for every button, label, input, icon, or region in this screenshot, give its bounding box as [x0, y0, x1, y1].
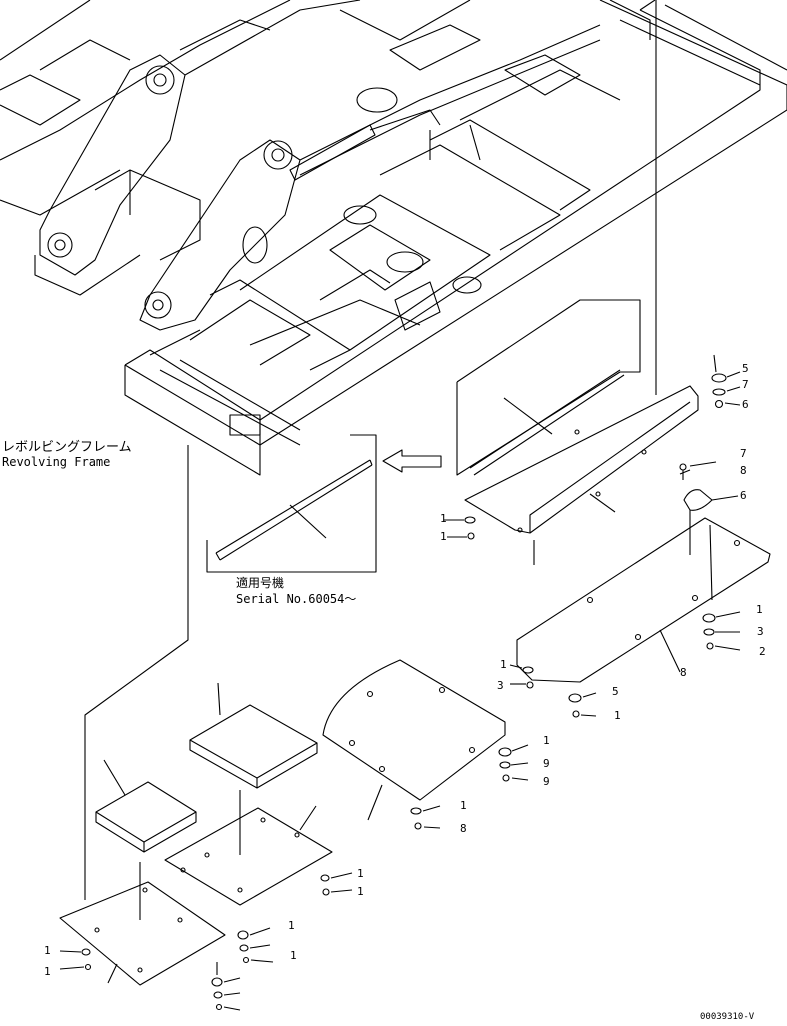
callout: 1 — [290, 949, 297, 962]
callout: 7 — [740, 447, 747, 460]
pad-lower — [96, 760, 196, 852]
callout: 1 — [756, 603, 763, 616]
floor-plate-lower — [60, 862, 225, 985]
washer-icon — [321, 875, 329, 881]
nut-icon — [684, 490, 712, 511]
callout: 1 — [500, 658, 507, 671]
strip-detail-box — [457, 300, 640, 475]
cover-plate-top — [465, 372, 698, 533]
drawing-number: 00039310-V — [700, 1012, 755, 1022]
callout: 1 — [440, 512, 447, 525]
bolt-icon — [503, 775, 509, 781]
callout: 1 — [44, 965, 51, 978]
callout: 6 — [742, 398, 749, 411]
bolt-icon — [244, 958, 249, 963]
washer-icon — [500, 762, 510, 768]
callout: 5 — [612, 685, 619, 698]
nut-icon — [212, 978, 222, 986]
callout: 2 — [759, 645, 766, 658]
callout: 8 — [740, 464, 747, 477]
bolt-icon — [217, 1005, 222, 1010]
callout: 6 — [740, 489, 747, 502]
fastener-group-mid-right — [703, 612, 740, 650]
nut-icon — [238, 931, 248, 939]
bolt-icon — [573, 711, 579, 717]
washer-icon — [82, 949, 90, 955]
callout: 9 — [543, 775, 550, 788]
washer-icon — [569, 694, 581, 702]
nut-icon — [703, 614, 715, 622]
callout: 5 — [742, 362, 749, 375]
bolt-icon — [86, 965, 91, 970]
callout: 1 — [440, 530, 447, 543]
washer-icon — [411, 808, 421, 814]
fastener-group-curved — [411, 745, 528, 829]
frame-leader — [85, 445, 188, 900]
washer-icon — [704, 629, 714, 635]
callout: 7 — [742, 378, 749, 391]
bolt-icon — [468, 533, 474, 539]
fastener-group-left-top — [444, 517, 475, 539]
callout: 1 — [288, 919, 295, 932]
washer-icon — [240, 945, 248, 951]
washer-icon — [713, 389, 725, 395]
callout: 1 — [357, 867, 364, 880]
washer-icon — [465, 517, 475, 523]
callout: 1 — [460, 799, 467, 812]
frame-label-en: Revolving Frame — [2, 455, 111, 469]
floor-plate-upper — [165, 790, 332, 905]
fastener-group-top-right — [712, 355, 740, 408]
nut-icon — [712, 374, 726, 382]
bolt-icon — [707, 643, 713, 649]
callout: 1 — [614, 709, 621, 722]
bolt-icon — [415, 823, 421, 829]
frame-label-jp: レボルビングフレーム — [2, 440, 132, 455]
serial-detail-box — [207, 435, 376, 572]
callout: 1 — [543, 734, 550, 747]
revolving-frame-drawing — [0, 0, 787, 475]
washer-icon — [523, 667, 533, 673]
cover-plate-middle — [517, 510, 770, 682]
pad-upper — [190, 683, 317, 788]
callout: 1 — [44, 944, 51, 957]
cover-plate-curved — [323, 660, 505, 820]
fastener-group-lower — [60, 873, 352, 1010]
bolt-icon — [716, 401, 723, 408]
serial-label-en: Serial No.60054～ — [236, 592, 357, 606]
callout: 1 — [357, 885, 364, 898]
callout: 8 — [680, 666, 687, 679]
bolt-icon — [527, 682, 533, 688]
serial-label-jp: 適用号機 — [236, 576, 285, 590]
callout: 9 — [543, 757, 550, 770]
fastener-group-right-2 — [680, 462, 738, 510]
callout: 8 — [460, 822, 467, 835]
nut-icon — [499, 748, 511, 756]
washer-icon — [214, 992, 222, 998]
fastener-group-center — [510, 665, 596, 717]
bolt-icon — [323, 889, 329, 895]
callout: 3 — [497, 679, 504, 692]
arrow-left-icon — [383, 450, 441, 472]
callout: 3 — [757, 625, 764, 638]
bolt-icon — [680, 464, 686, 470]
